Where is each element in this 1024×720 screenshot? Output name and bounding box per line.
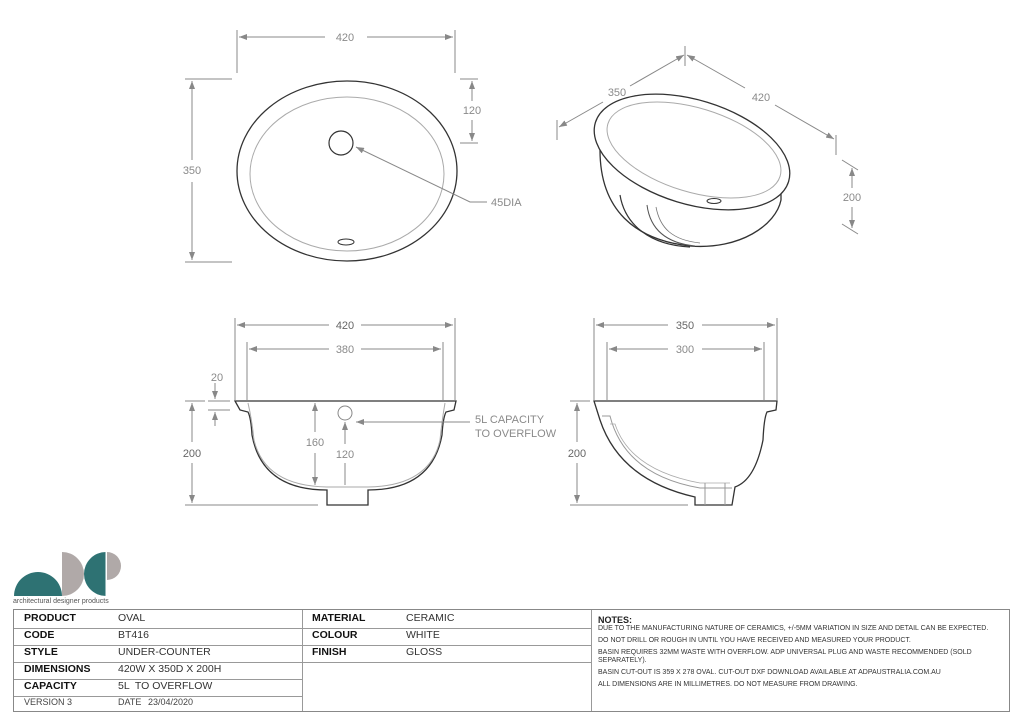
basin-outline xyxy=(236,80,458,262)
side-dim-height: 200 xyxy=(568,448,586,460)
side-profile xyxy=(593,400,778,506)
version: VERSION 3 xyxy=(24,697,73,707)
date-label: DATE xyxy=(118,697,142,707)
dim-width: 420 xyxy=(336,32,354,44)
notes-title: NOTES: xyxy=(598,615,633,625)
spec-label-dimensions: DIMENSIONS xyxy=(24,663,91,675)
notes: NOTES: DUE TO THE MANUFACTURING NATURE O… xyxy=(598,616,1008,693)
top-view: 420 350 120 45DIA xyxy=(183,30,522,263)
spec-value-capacity: 5L TO OVERFLOW xyxy=(118,680,213,692)
iso-rim xyxy=(593,93,791,211)
spec-value-colour: WHITE xyxy=(406,629,440,641)
front-dim-rim: 20 xyxy=(211,372,223,384)
front-profile xyxy=(233,400,457,506)
spec-label-product: PRODUCT xyxy=(24,612,76,624)
side-dim-depth: 350 xyxy=(676,320,694,332)
spec-value-code: BT416 xyxy=(118,629,149,641)
iso-dim-width: 420 xyxy=(752,92,770,104)
note-item: DUE TO THE MANUFACTURING NATURE OF CERAM… xyxy=(598,625,989,632)
side-view: 350 300 200 xyxy=(568,318,778,506)
front-view: 420 380 20 200 160 120 5L CAPACITY TO OV… xyxy=(183,318,557,506)
front-dim-inner-width: 380 xyxy=(336,344,354,356)
capacity-note-1: 5L CAPACITY xyxy=(475,414,545,426)
spec-value-style: UNDER-COUNTER xyxy=(118,646,211,658)
iso-dim-depth: 350 xyxy=(608,87,626,99)
spec-label-finish: FINISH xyxy=(312,646,347,658)
overflow-slot xyxy=(337,238,355,246)
adp-logo xyxy=(14,552,121,596)
spec-label-code: CODE xyxy=(24,629,55,641)
spec-value-material: CERAMIC xyxy=(406,612,455,624)
spec-value-finish: GLOSS xyxy=(406,646,443,658)
overflow-hole xyxy=(337,405,353,421)
spec-label-colour: COLOUR xyxy=(312,629,358,641)
spec-label-style: STYLE xyxy=(24,646,58,658)
dim-waste-dia: 45DIA xyxy=(491,197,522,209)
dim-waste-offset: 120 xyxy=(463,105,481,117)
capacity-note-2: TO OVERFLOW xyxy=(475,428,557,440)
note-item: BASIN CUT-OUT IS 359 X 278 OVAL. CUT-OUT… xyxy=(598,669,941,676)
front-dim-width: 420 xyxy=(336,320,354,332)
date-value: 23/04/2020 xyxy=(148,697,194,707)
spec-value-dimensions: 420W X 350D X 200H xyxy=(118,663,222,675)
note-item: BASIN REQUIRES 32MM WASTE WITH OVERFLOW.… xyxy=(598,649,972,664)
spec-value-product: OVAL xyxy=(118,612,146,624)
front-dim-inner-depth: 160 xyxy=(306,437,324,449)
waste-hole xyxy=(328,130,354,156)
front-dim-height: 200 xyxy=(183,448,201,460)
basin-inner-rim xyxy=(249,96,445,252)
note-item: DO NOT DRILL OR ROUGH IN UNTIL YOU HAVE … xyxy=(598,637,911,644)
brand-tagline: architectural designer products xyxy=(13,598,109,605)
front-dim-overflow: 120 xyxy=(336,449,354,461)
iso-dim-height: 200 xyxy=(843,192,861,204)
spec-table xyxy=(13,609,1010,712)
side-dim-inner-depth: 300 xyxy=(676,344,694,356)
dim-depth: 350 xyxy=(183,165,201,177)
note-item: ALL DIMENSIONS ARE IN MILLIMETRES. DO NO… xyxy=(598,681,858,688)
iso-view: 350 420 200 xyxy=(556,46,861,248)
spec-label-material: MATERIAL xyxy=(312,612,366,624)
spec-label-capacity: CAPACITY xyxy=(24,680,77,692)
